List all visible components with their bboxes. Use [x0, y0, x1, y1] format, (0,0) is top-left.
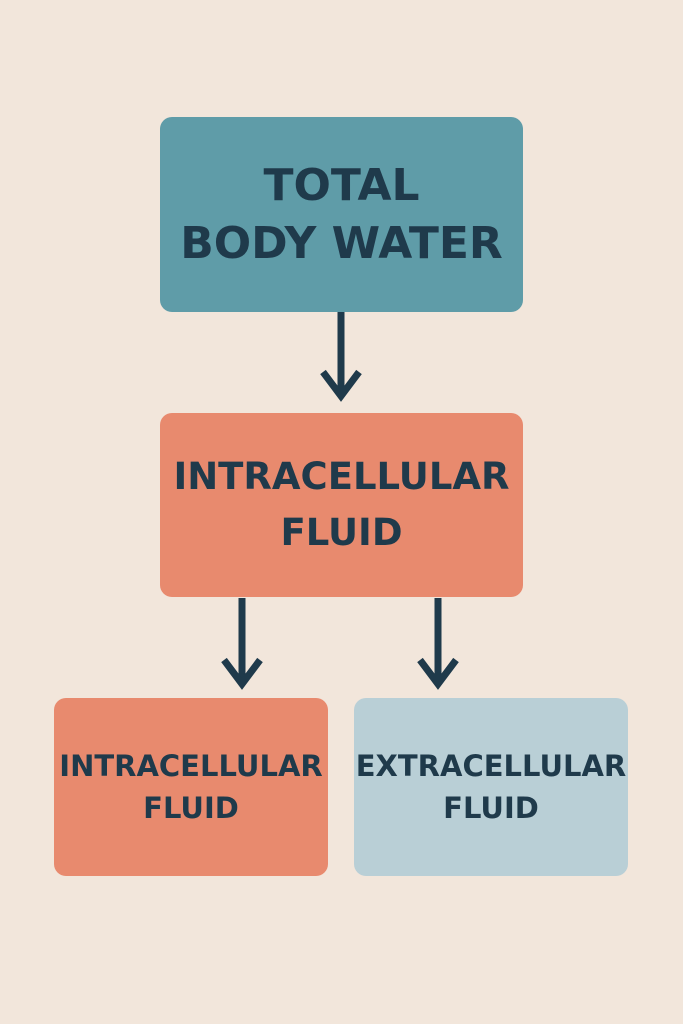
intracellular-fluid-line1: INTRACELLULAR	[173, 455, 510, 498]
arrow-intracellular-to-extracellular-low	[417, 598, 459, 690]
intracellular-fluid-child-box: INTRACELLULAR FLUID	[54, 698, 328, 876]
total-body-water-line1: TOTAL	[263, 159, 420, 211]
intracellular-fluid-box: INTRACELLULAR FLUID	[160, 413, 523, 597]
intracellular-fluid-line2: FLUID	[280, 511, 403, 554]
extracellular-fluid-box: EXTRACELLULAR FLUID	[354, 698, 628, 876]
intracellular-fluid-child-line1: INTRACELLULAR	[59, 749, 323, 783]
total-body-water-line2: BODY WATER	[180, 217, 503, 269]
extracellular-fluid-line1: EXTRACELLULAR	[355, 749, 627, 783]
intracellular-fluid-child-line2: FLUID	[143, 791, 239, 825]
arrow-intracellular-to-intracellular-low	[221, 598, 263, 690]
arrow-total-to-intracellular	[320, 312, 362, 402]
total-body-water-box: TOTAL BODY WATER	[160, 117, 523, 312]
extracellular-fluid-line2: FLUID	[443, 791, 539, 825]
